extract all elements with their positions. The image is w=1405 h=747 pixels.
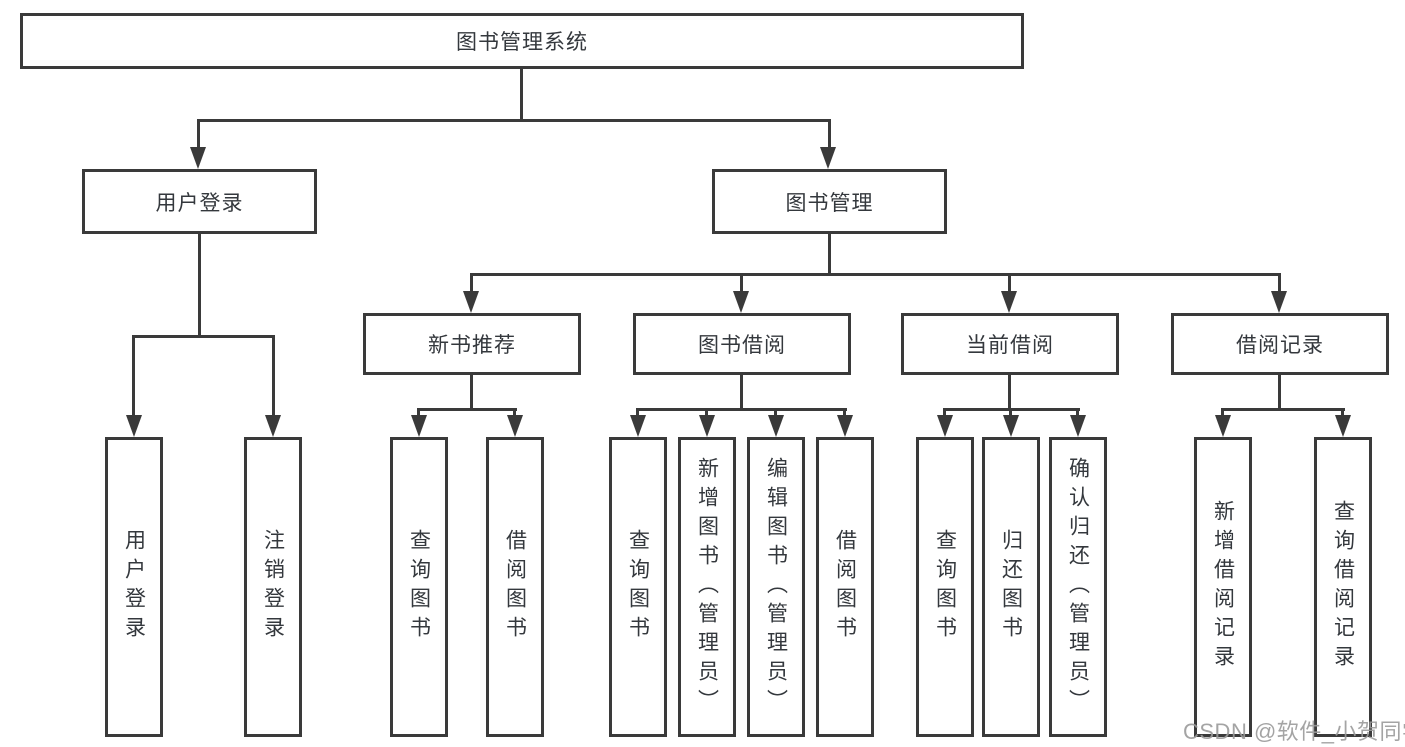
connector-line xyxy=(132,335,135,417)
node-current-borrowing-label: 当前借阅 xyxy=(966,334,1054,357)
connector-line xyxy=(1009,408,1012,420)
node-new-book-recommend: 新书推荐 xyxy=(363,313,581,375)
connector-line xyxy=(470,273,1281,276)
connector-line xyxy=(705,408,708,420)
leaf-confirm-return-admin: 确认归还（管理员） xyxy=(1049,437,1107,737)
arrow-down-icon xyxy=(820,147,836,169)
connector-line xyxy=(197,119,831,122)
arrow-down-icon xyxy=(630,415,646,437)
connector-line xyxy=(1221,408,1224,420)
node-book-management: 图书管理 xyxy=(712,169,947,234)
arrow-down-icon xyxy=(699,415,715,437)
arrow-down-icon xyxy=(1001,291,1017,313)
leaf-label: 新增图书（管理员） xyxy=(695,456,719,718)
arrow-down-icon xyxy=(411,415,427,437)
leaf-label: 注销登录 xyxy=(261,529,285,645)
leaf-label: 借阅图书 xyxy=(833,529,857,645)
leaf-logout: 注销登录 xyxy=(244,437,302,737)
connector-line xyxy=(197,119,200,150)
connector-line xyxy=(417,408,517,411)
node-book-borrowing-label: 图书借阅 xyxy=(698,334,786,357)
connector-line xyxy=(520,69,523,121)
arrow-down-icon xyxy=(768,415,784,437)
connector-line xyxy=(1076,408,1079,420)
csdn-watermark: CSDN @软件_小贺同学 xyxy=(1183,719,1405,744)
connector-line xyxy=(1008,273,1011,294)
connector-line xyxy=(1278,273,1281,294)
arrow-down-icon xyxy=(190,147,206,169)
connector-line xyxy=(1278,375,1281,411)
node-library-system: 图书管理系统 xyxy=(20,13,1024,69)
leaf-query-books-borrowing: 查询图书 xyxy=(609,437,667,737)
connector-line xyxy=(132,335,275,338)
node-current-borrowing: 当前借阅 xyxy=(901,313,1119,375)
connector-line xyxy=(740,375,743,411)
connector-line xyxy=(1341,408,1344,420)
leaf-label: 新增借阅记录 xyxy=(1211,500,1235,674)
node-borrowing-records: 借阅记录 xyxy=(1171,313,1389,375)
arrow-down-icon xyxy=(1271,291,1287,313)
node-book-management-label: 图书管理 xyxy=(785,191,874,215)
arrow-down-icon xyxy=(1215,415,1231,437)
node-book-borrowing: 图书借阅 xyxy=(633,313,851,375)
arrow-down-icon xyxy=(1003,415,1019,437)
node-new-book-recommend-label: 新书推荐 xyxy=(428,334,516,357)
node-user-login-label: 用户登录 xyxy=(155,191,244,215)
leaf-add-borrow-record: 新增借阅记录 xyxy=(1194,437,1252,737)
leaf-query-books-recommend: 查询图书 xyxy=(390,437,448,737)
arrow-down-icon xyxy=(265,415,281,437)
node-borrowing-records-label: 借阅记录 xyxy=(1236,334,1324,357)
arrow-down-icon xyxy=(837,415,853,437)
connector-line xyxy=(1221,408,1345,411)
leaf-label: 用户登录 xyxy=(122,529,146,645)
arrow-down-icon xyxy=(1070,415,1086,437)
connector-line xyxy=(843,408,846,420)
leaf-user-login: 用户登录 xyxy=(105,437,163,737)
arrow-down-icon xyxy=(507,415,523,437)
connector-line xyxy=(828,234,831,276)
leaf-label: 确认归还（管理员） xyxy=(1066,456,1090,718)
leaf-label: 查询图书 xyxy=(407,529,431,645)
leaf-label: 查询图书 xyxy=(933,529,957,645)
leaf-borrow-books-recommend: 借阅图书 xyxy=(486,437,544,737)
node-user-login: 用户登录 xyxy=(82,169,317,234)
connector-line xyxy=(417,408,420,420)
connector-line xyxy=(198,234,201,337)
arrow-down-icon xyxy=(1335,415,1351,437)
connector-line xyxy=(943,408,946,420)
leaf-add-books-admin: 新增图书（管理员） xyxy=(678,437,736,737)
arrow-down-icon xyxy=(937,415,953,437)
connector-line xyxy=(1008,375,1011,411)
connector-line xyxy=(513,408,516,420)
leaf-label: 查询图书 xyxy=(626,529,650,645)
arrow-down-icon xyxy=(733,291,749,313)
connector-line xyxy=(470,273,473,294)
leaf-label: 归还图书 xyxy=(999,529,1023,645)
arrow-down-icon xyxy=(126,415,142,437)
connector-line xyxy=(272,335,275,417)
leaf-edit-books-admin: 编辑图书（管理员） xyxy=(747,437,805,737)
leaf-label: 编辑图书（管理员） xyxy=(764,456,788,718)
leaf-return-books: 归还图书 xyxy=(982,437,1040,737)
connector-line xyxy=(636,408,847,411)
connector-line xyxy=(636,408,639,420)
node-library-system-label: 图书管理系统 xyxy=(456,31,588,54)
leaf-label: 借阅图书 xyxy=(503,529,527,645)
leaf-borrow-books-borrowing: 借阅图书 xyxy=(816,437,874,737)
leaf-query-books-current: 查询图书 xyxy=(916,437,974,737)
leaf-query-borrow-record: 查询借阅记录 xyxy=(1314,437,1372,737)
connector-line xyxy=(828,119,831,150)
connector-line xyxy=(740,273,743,294)
connector-line xyxy=(774,408,777,420)
arrow-down-icon xyxy=(463,291,479,313)
leaf-label: 查询借阅记录 xyxy=(1331,500,1355,674)
connector-line xyxy=(470,375,473,411)
